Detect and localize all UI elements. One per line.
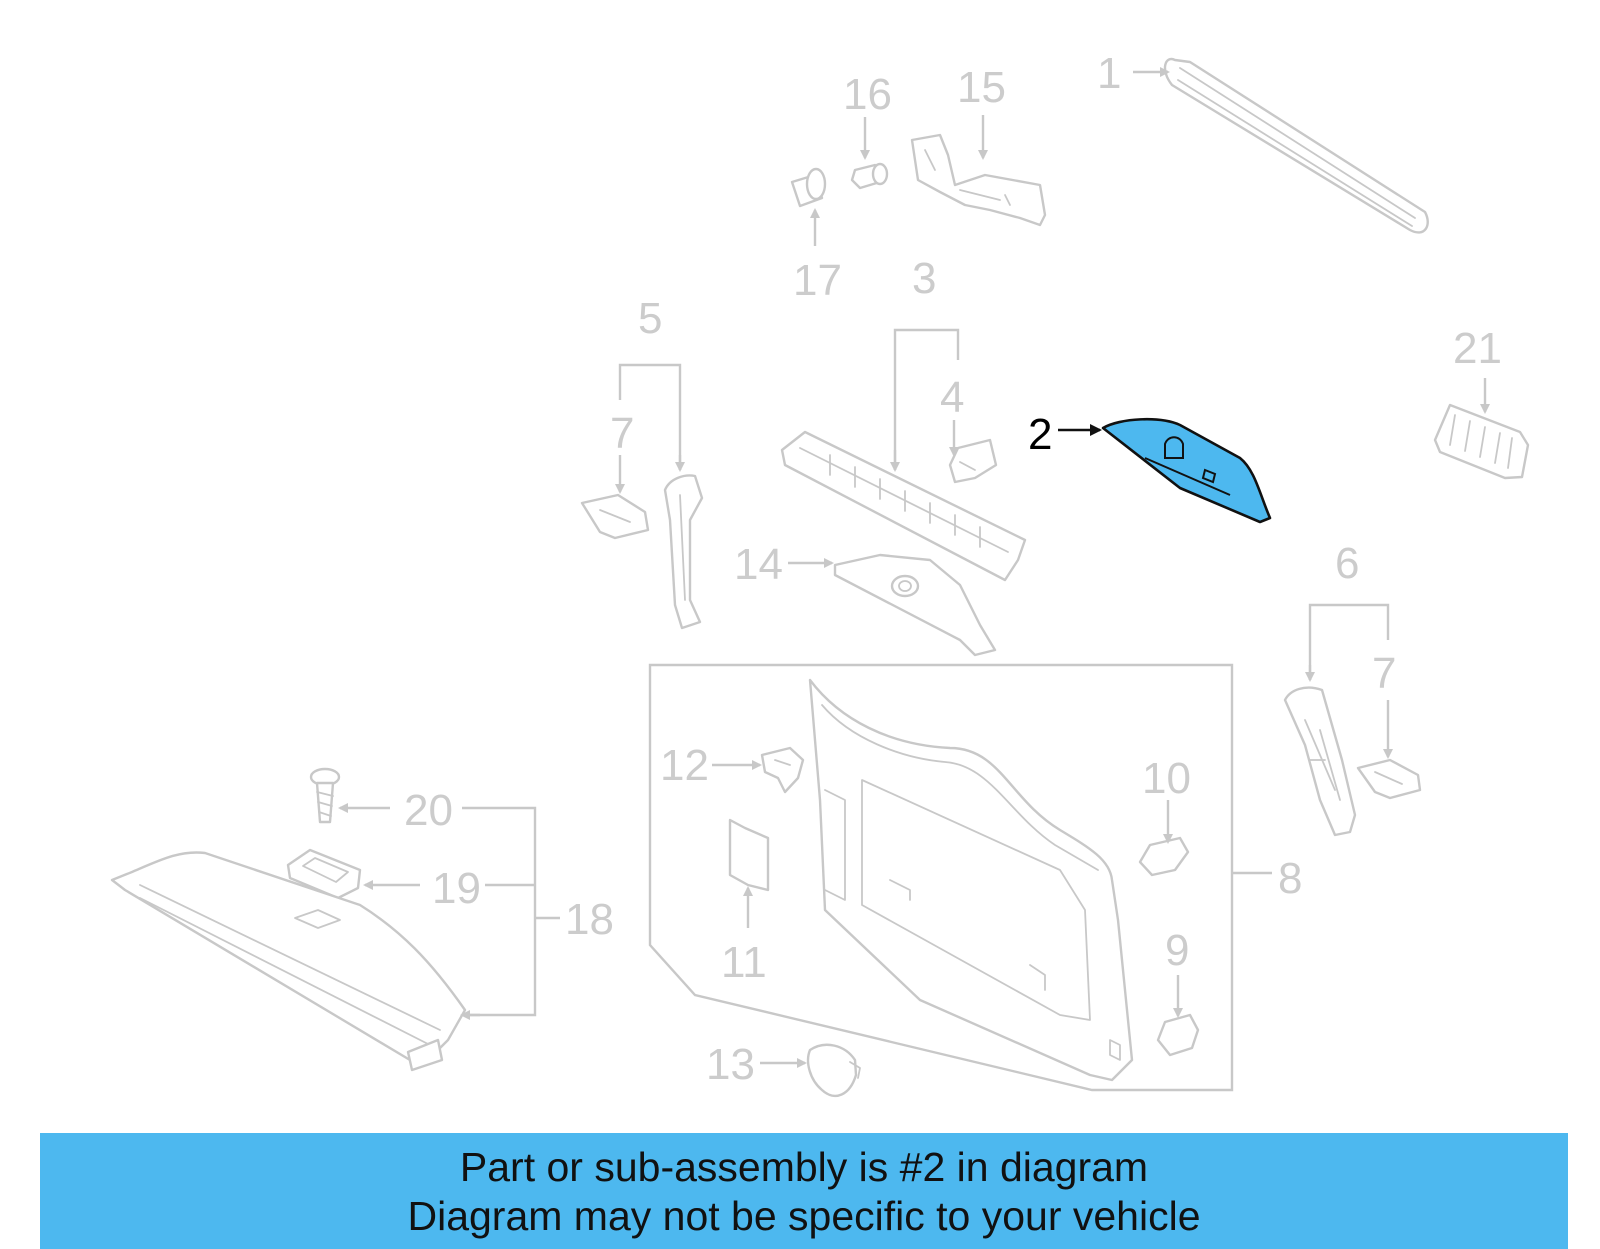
part-15-bracket xyxy=(910,133,1047,227)
part-11-cover xyxy=(728,818,770,892)
callout-4: 4 xyxy=(940,373,964,422)
part-10-clip xyxy=(1138,836,1190,877)
callout-18: 18 xyxy=(565,895,614,944)
part-21-vent xyxy=(1433,403,1530,480)
footer-line-1: Part or sub-assembly is #2 in diagram xyxy=(459,1144,1149,1190)
part-7-clip-right xyxy=(1356,758,1422,800)
footer-banner: Part or sub-assembly is #2 in diagram Di… xyxy=(40,1133,1568,1249)
part-9-clip xyxy=(1156,1013,1200,1057)
callout-17: 17 xyxy=(793,256,842,305)
callout-7a: 7 xyxy=(610,409,634,458)
part-16-clip xyxy=(850,162,889,190)
callout-3: 3 xyxy=(912,254,936,303)
callout-20: 20 xyxy=(404,786,453,835)
callout-10: 10 xyxy=(1142,754,1191,803)
part-20-screw xyxy=(309,767,341,824)
part-14-panel xyxy=(833,553,997,657)
callout-12: 12 xyxy=(660,741,709,790)
callout-7b: 7 xyxy=(1372,649,1396,698)
part-7-clip-left xyxy=(580,493,650,540)
callout-2: 2 xyxy=(1028,410,1052,459)
callout-11: 11 xyxy=(721,938,767,987)
callout-6: 6 xyxy=(1335,539,1359,588)
part-13-grommet xyxy=(806,1043,861,1097)
leader-3-bracket xyxy=(893,328,960,470)
callout-1: 1 xyxy=(1097,49,1121,98)
callout-21: 21 xyxy=(1453,324,1502,373)
part-4-clip xyxy=(948,438,998,484)
part-8-box xyxy=(648,663,1234,1092)
part-12-clip xyxy=(760,746,805,794)
part-17-pin xyxy=(790,167,827,208)
part-1-trim xyxy=(1163,57,1429,234)
part-6-pillar xyxy=(1283,686,1357,837)
callout-19: 19 xyxy=(432,864,481,913)
part-3-sill xyxy=(780,430,1027,582)
part-2-highlighted-trim xyxy=(1101,417,1272,524)
callout-16: 16 xyxy=(843,70,892,119)
callout-15: 15 xyxy=(957,63,1006,112)
callout-9: 9 xyxy=(1165,926,1189,975)
part-18-cargo-cover xyxy=(110,851,467,1072)
footer-line-2: Diagram may not be specific to your vehi… xyxy=(407,1193,1201,1239)
callout-8: 8 xyxy=(1278,854,1302,903)
callout-13: 13 xyxy=(706,1040,755,1089)
callout-5: 5 xyxy=(638,294,662,343)
leader-6-bracket xyxy=(1308,603,1390,680)
leader-5-bracket xyxy=(618,363,682,470)
part-19-handle xyxy=(286,848,362,900)
leader-18-bracket xyxy=(462,806,537,1017)
callout-14: 14 xyxy=(734,540,783,589)
part-8-panel xyxy=(808,678,1134,1082)
part-5-pillar xyxy=(663,474,704,630)
